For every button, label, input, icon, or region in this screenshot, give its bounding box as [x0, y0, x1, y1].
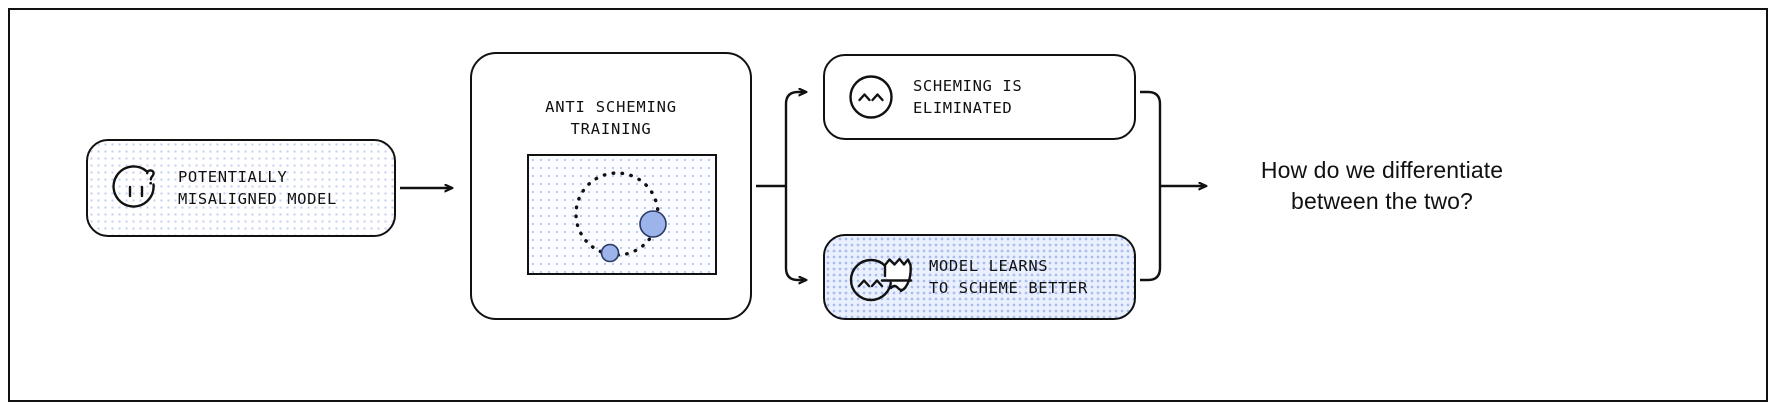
node-anti-scheming-training[interactable]: ANTI SCHEMING TRAINING: [470, 52, 752, 320]
node-model-learns-to-scheme-better[interactable]: MODEL LEARNS TO SCHEME BETTER: [823, 234, 1136, 320]
confused-face-icon: [110, 162, 162, 214]
training-visualization-panel: [527, 154, 717, 275]
masked-face-icon: [845, 246, 917, 308]
node-label: POTENTIALLY MISALIGNED MODEL: [178, 168, 337, 208]
node-potentially-misaligned-model[interactable]: POTENTIALLY MISALIGNED MODEL: [86, 139, 396, 237]
node-label: ANTI SCHEMING TRAINING: [545, 98, 677, 139]
node-label: SCHEMING IS ELIMINATED: [913, 77, 1023, 117]
node-label: MODEL LEARNS TO SCHEME BETTER: [929, 257, 1088, 297]
final-question-text: How do we differentiate between the two?: [1260, 157, 1504, 214]
content-face-icon: [847, 73, 895, 121]
node-scheming-eliminated[interactable]: SCHEMING IS ELIMINATED: [823, 54, 1136, 140]
outer-frame: [8, 8, 1768, 402]
